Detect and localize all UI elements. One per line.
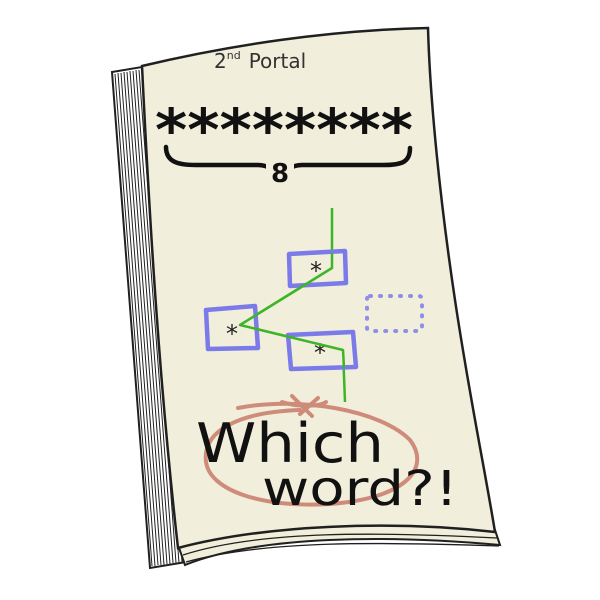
question-line-2: word?! [262, 461, 458, 517]
box-dotted-empty [365, 294, 424, 333]
box-left: * [203, 303, 261, 352]
question-line-1: Which [196, 412, 384, 475]
header-word: Portal [249, 49, 306, 73]
box-top-symbol: * [310, 257, 322, 285]
box-top: * [286, 248, 349, 289]
hidden-word-mask: ******** [155, 96, 413, 164]
box-bottom: * [285, 329, 359, 372]
letter-count-backdrop [266, 155, 294, 183]
question-scribble [203, 394, 420, 507]
path-line-overlay [238, 253, 346, 369]
header-ordinal: 2 [214, 49, 227, 73]
box-left-symbol: * [226, 320, 238, 348]
header-ordinal-suffix: nd [227, 49, 241, 62]
letter-count: 8 [271, 159, 289, 189]
